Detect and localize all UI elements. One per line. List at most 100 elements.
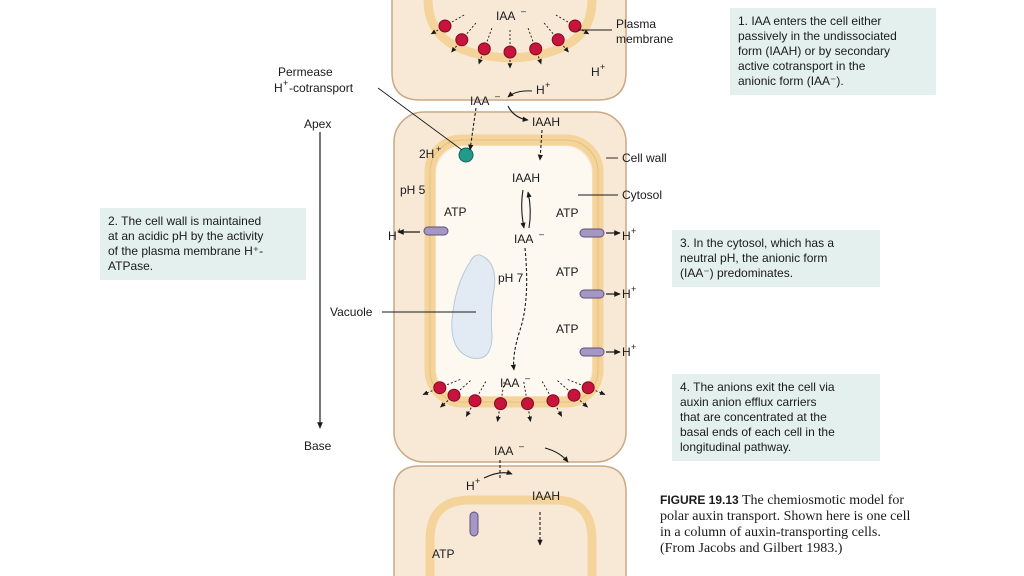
label-atp-right-2: ATP [556,265,578,279]
label-plasma-membrane-2: membrane [616,32,674,46]
outward-arrow [465,407,472,417]
efflux-carrier-icon [546,394,560,408]
atpase-pump-lower [469,511,479,537]
efflux-carrier-icon [503,45,517,59]
label-iaah-outside: IAAH [532,115,560,129]
label-iaa-between: IAA [494,444,513,458]
label-h-plus-top: H [591,65,600,79]
svg-text:+: + [436,144,441,154]
outward-arrow [451,45,457,53]
label-h-plus-lower: H [466,479,475,493]
upper-efflux-carriers [430,14,590,69]
caption-text: The chemiosmotic model for [738,493,905,508]
note-4: 4. The anions exit the cell via auxin an… [672,374,880,461]
label-h-cotransport-h: H [274,81,283,95]
note-2-line: ATPase. [108,259,154,273]
label-2h-plus: 2H [419,147,434,161]
note-1-line: anionic form (IAA⁻). [738,74,844,88]
label-cytosol: Cytosol [622,188,662,202]
svg-text:–: – [539,229,544,239]
label-h-plus-outside: H [536,83,545,97]
label-atp-left: ATP [444,205,466,219]
note-2-line: 2. The cell wall is maintained [108,214,262,228]
efflux-carrier-icon [438,19,452,33]
label-h-plus-right-3: H [622,345,631,359]
efflux-carrier-icon [551,33,565,47]
note-4-line: basal ends of each cell in the [680,425,835,439]
outward-arrow [581,29,590,35]
note-4-line: auxin anion efflux carriers [680,395,817,409]
atpase-pump-right-1 [579,228,621,238]
efflux-carrier-icon [581,381,595,395]
note-4-line: that are concentrated at the [680,410,827,424]
outward-arrow [537,56,542,65]
note-3-line: neutral pH, the anionic form [680,251,828,265]
note-4-line: 4. The anions exit the cell via [680,380,835,394]
outward-arrow [595,390,606,395]
note-3-line: 3. In the cytosol, which has a [680,236,835,250]
outward-arrow [430,29,439,35]
lower-cell [393,465,627,576]
label-iaah-cytosol: IAAH [512,171,540,185]
svg-text:+: + [475,476,480,486]
figure-caption: FIGURE 19.13 The chemiosmotic model for … [660,492,1010,557]
efflux-carrier-icon [521,397,534,411]
label-apex: Apex [304,117,331,131]
label-base: Base [304,439,332,453]
caption-line-1: FIGURE 19.13 The chemiosmotic model for [660,492,1010,509]
outward-arrow [563,45,569,53]
efflux-carrier-icon [433,381,447,395]
caption-line: in a column of auxin-transporting cells. [660,525,881,540]
note-1-line: form (IAAH) or by secondary [738,44,891,58]
outward-arrow [440,400,449,408]
efflux-carrier-icon [447,388,461,402]
label-atp-right-3: ATP [556,322,578,336]
label-h-plus-right-1: H [622,229,631,243]
basal-efflux-carriers [422,379,606,422]
svg-text:+: + [631,342,636,352]
svg-text:–: – [519,441,524,451]
efflux-carrier-icon [567,388,581,402]
label-h-plus-right-2: H [622,287,631,301]
note-2-line: of the plasma membrane H⁺- [108,244,264,258]
label-h-plus-left: H [388,229,397,243]
outward-arrow [495,411,501,422]
svg-text:–: – [521,6,526,16]
atpase-pump-right-3 [579,347,621,357]
atpase-pump-left [397,226,449,236]
note-3: 3. In the cytosol, which has a neutral p… [672,230,880,287]
svg-text:+: + [397,226,402,236]
svg-text:+: + [600,62,605,72]
flow-arrows [468,90,569,546]
svg-text:+: + [631,284,636,294]
label-iaah-lower: IAAH [532,489,560,503]
note-1-line: 1. IAA enters the cell either [738,14,882,28]
svg-text:–: – [495,91,500,101]
label-atp-right-1: ATP [556,206,578,220]
outward-arrow [478,56,483,65]
caption-line: polar auxin transport. Shown here is one… [660,509,911,524]
outward-arrow [422,390,433,395]
label-ph7: pH 7 [498,271,524,285]
label-iaa-top: IAA [496,9,515,23]
note-3-line: (IAA⁻) predominates. [680,266,794,280]
label-plasma-membrane-1: Plasma [616,17,656,31]
note-1-line: active cotransport in the [738,59,866,73]
note-4-line: longitudinal pathway. [680,440,792,454]
outward-arrow [556,407,563,417]
vacuole [451,254,496,360]
svg-text:+: + [631,226,636,236]
label-iaa-basal: IAA [500,376,519,390]
efflux-carrier-icon [455,33,469,47]
label-iaa-outside: IAA [470,94,489,108]
permease-icon [458,147,474,163]
caption-line: (From Jacobs and Gilbert 1983.) [660,541,843,556]
main-cell [393,111,627,463]
outward-arrow [579,400,588,408]
outward-arrow [527,411,533,422]
label-cell-wall: Cell wall [622,151,667,165]
efflux-carrier-icon [468,394,482,408]
figure-number: FIGURE 19.13 [660,493,739,507]
label-vacuole: Vacuole [330,305,373,319]
